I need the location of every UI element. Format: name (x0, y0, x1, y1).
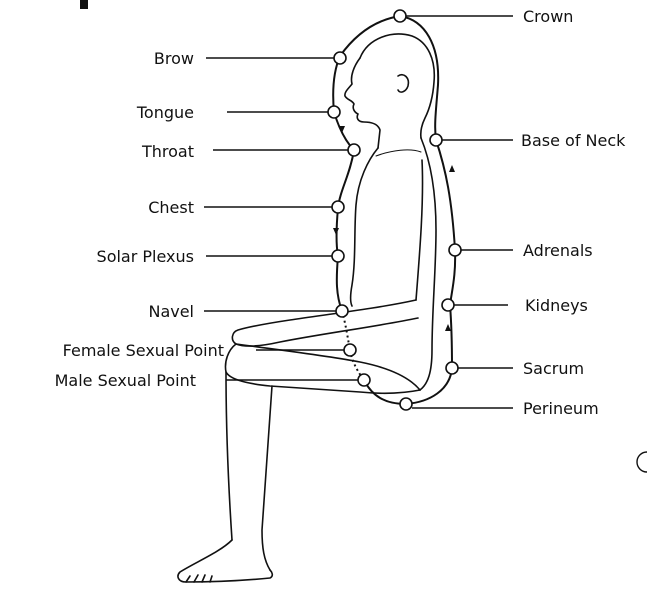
leader-lines (204, 16, 513, 408)
label-crown: Crown (523, 7, 573, 26)
marker-female-sexual-point (344, 344, 356, 356)
label-base-of-neck: Base of Neck (521, 131, 626, 150)
front-torso (351, 148, 379, 306)
label-chest: Chest (148, 198, 194, 217)
foot (178, 540, 272, 582)
label-male-sexual-point: Male Sexual Point (55, 371, 196, 390)
arrow-down-chest (333, 228, 339, 235)
marker-solar-plexus (332, 250, 344, 262)
label-kidneys: Kidneys (525, 296, 588, 315)
marker-perineum (400, 398, 412, 410)
label-adrenals: Adrenals (523, 241, 593, 260)
marker-adrenals (449, 244, 461, 256)
marker-base-of-neck (430, 134, 442, 146)
marker-male-sexual-point (358, 374, 370, 386)
edge-circle-fragment (637, 452, 647, 472)
label-female-sexual-point: Female Sexual Point (63, 341, 224, 360)
marker-throat (348, 144, 360, 156)
label-brow: Brow (154, 49, 194, 68)
label-tongue: Tongue (136, 103, 194, 122)
label-navel: Navel (148, 302, 194, 321)
marker-sacrum (446, 362, 458, 374)
marker-brow (334, 52, 346, 64)
shin-back (262, 386, 272, 570)
upper-arm (416, 160, 423, 300)
thigh-top (236, 344, 420, 390)
shoulder-detail (376, 150, 421, 156)
marker-tongue (328, 106, 340, 118)
label-perineum: Perineum (523, 399, 599, 418)
marker-kidneys (442, 299, 454, 311)
point-markers (328, 10, 461, 410)
arrow-up-sacrum (445, 324, 451, 331)
ear (398, 75, 408, 92)
marker-crown (394, 10, 406, 22)
label-sacrum: Sacrum (523, 359, 584, 378)
corner-mark (80, 0, 88, 9)
label-solar-plexus: Solar Plexus (97, 247, 194, 266)
human-figure (178, 34, 436, 582)
shin-front (226, 372, 232, 540)
arrow-up-neck (449, 165, 455, 172)
forearm (232, 300, 418, 346)
thigh-bottom (225, 344, 420, 393)
marker-navel (336, 305, 348, 317)
face-profile (345, 58, 380, 148)
label-throat: Throat (141, 142, 194, 161)
back-channel-path (364, 16, 455, 404)
marker-chest (332, 201, 344, 213)
